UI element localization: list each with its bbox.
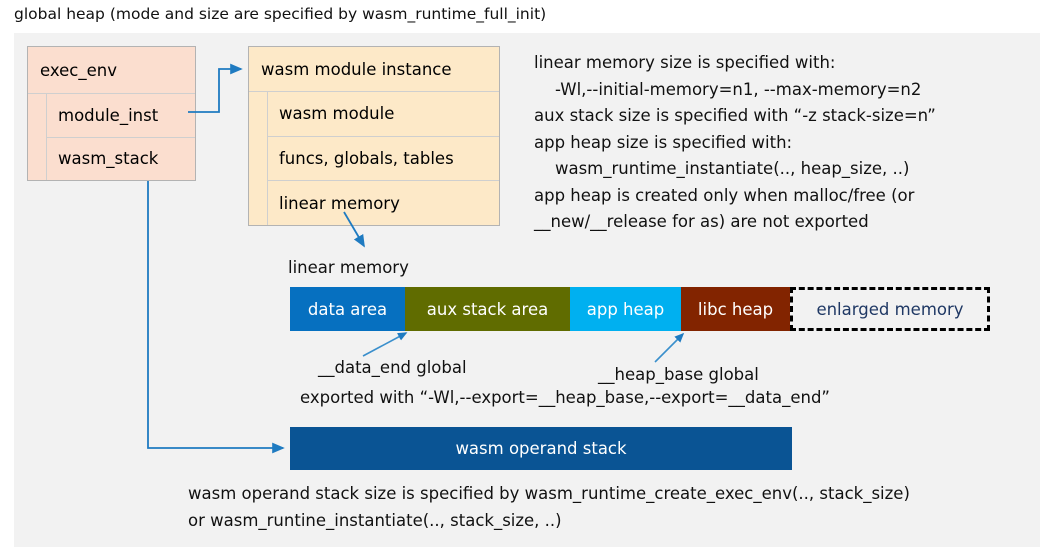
memory-segment-app-heap: app heap <box>570 287 681 331</box>
exec-env-box: exec_env module_inst wasm_stack <box>27 46 196 181</box>
exec-env-field-wasm-stack: wasm_stack <box>47 137 195 180</box>
exec-env-body: module_inst wasm_stack <box>28 94 195 180</box>
wasm-module-instance-box: wasm module instance wasm module funcs, … <box>248 46 500 226</box>
operand-stack-sizing-note: wasm operand stack size is specified by … <box>188 484 910 530</box>
module-field-linear-memory: linear memory <box>268 181 499 226</box>
exec-env-title: exec_env <box>28 47 195 94</box>
memory-sizing-note: linear memory size is specified with: -W… <box>534 53 936 231</box>
wasm-module-instance-title: wasm module instance <box>249 47 499 92</box>
memory-segment-data-area: data area <box>290 287 405 331</box>
exec-env-fields: module_inst wasm_stack <box>47 94 195 180</box>
memory-segment-aux-stack-area: aux stack area <box>405 287 570 331</box>
wasm-module-instance-fields: wasm module funcs, globals, tables linea… <box>268 92 499 226</box>
memory-segment-enlarged-memory: enlarged memory <box>790 287 990 331</box>
annotation-data-end: __data_end global <box>318 358 467 377</box>
wasm-module-instance-body: wasm module funcs, globals, tables linea… <box>249 92 499 226</box>
annotation-heap-base: __heap_base global <box>598 365 759 384</box>
module-field-wasm-module: wasm module <box>268 92 499 137</box>
annotation-exported-with: exported with “-Wl,--export=__heap_base,… <box>300 388 830 407</box>
exec-env-gutter <box>28 94 47 180</box>
linear-memory-caption: linear memory <box>288 258 409 277</box>
exec-env-field-module-inst: module_inst <box>47 94 195 138</box>
memory-segment-libc-heap: libc heap <box>681 287 790 331</box>
page-title: global heap (mode and size are specified… <box>14 5 547 23</box>
module-field-funcs-globals-tables: funcs, globals, tables <box>268 136 499 182</box>
wasm-operand-stack-bar: wasm operand stack <box>290 427 792 470</box>
wasm-module-instance-gutter <box>249 92 268 225</box>
